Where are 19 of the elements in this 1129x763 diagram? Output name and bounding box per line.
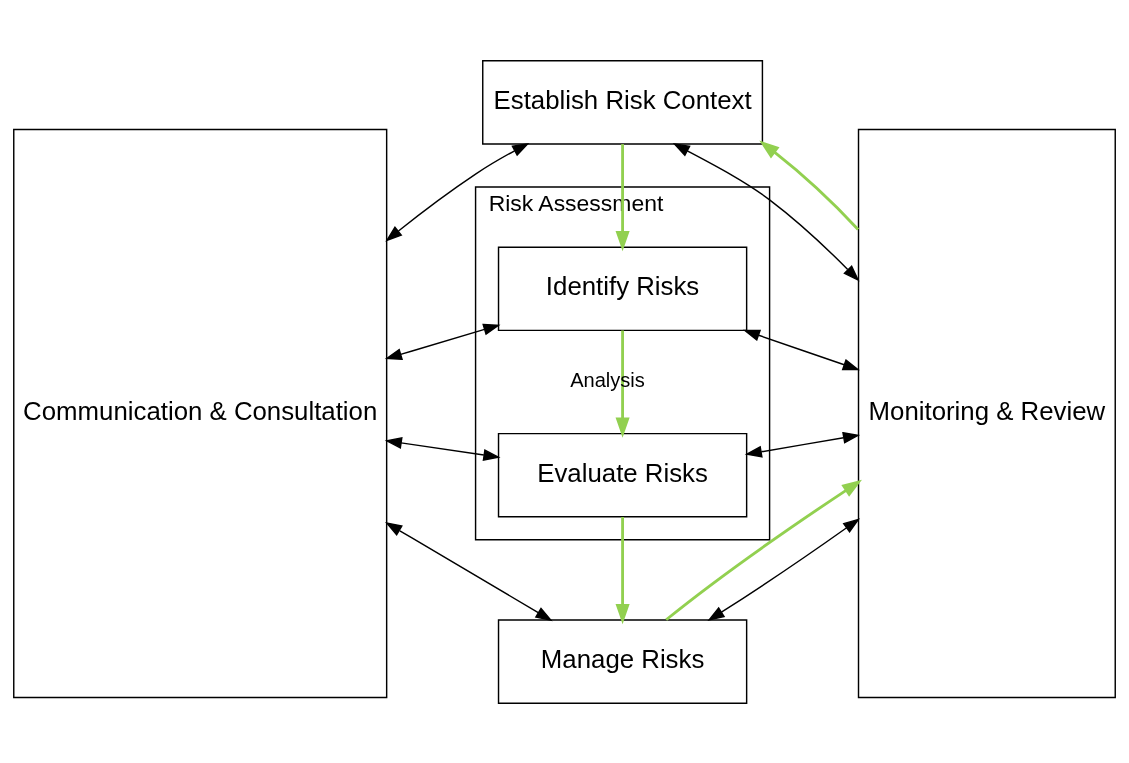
arrow <box>672 142 860 282</box>
node-box: Monitoring & Review <box>857 128 1116 698</box>
arrow <box>384 323 501 360</box>
arrow <box>385 142 530 242</box>
arrow <box>385 521 553 621</box>
arrow <box>759 140 860 230</box>
arrow <box>615 516 630 624</box>
node-box: Evaluate Risks <box>497 432 748 518</box>
arrow <box>742 329 860 370</box>
node-box: Establish Risk Context <box>482 59 764 145</box>
arrow <box>665 479 862 621</box>
node-box: Communication & Consultation <box>13 128 388 698</box>
node-box: Identify Risks <box>497 245 748 331</box>
arrow <box>744 431 861 458</box>
arrow <box>384 436 501 461</box>
node-box: Manage Risks <box>497 618 748 704</box>
arrow <box>615 330 630 438</box>
arrow <box>615 143 630 251</box>
arrow <box>707 517 861 621</box>
